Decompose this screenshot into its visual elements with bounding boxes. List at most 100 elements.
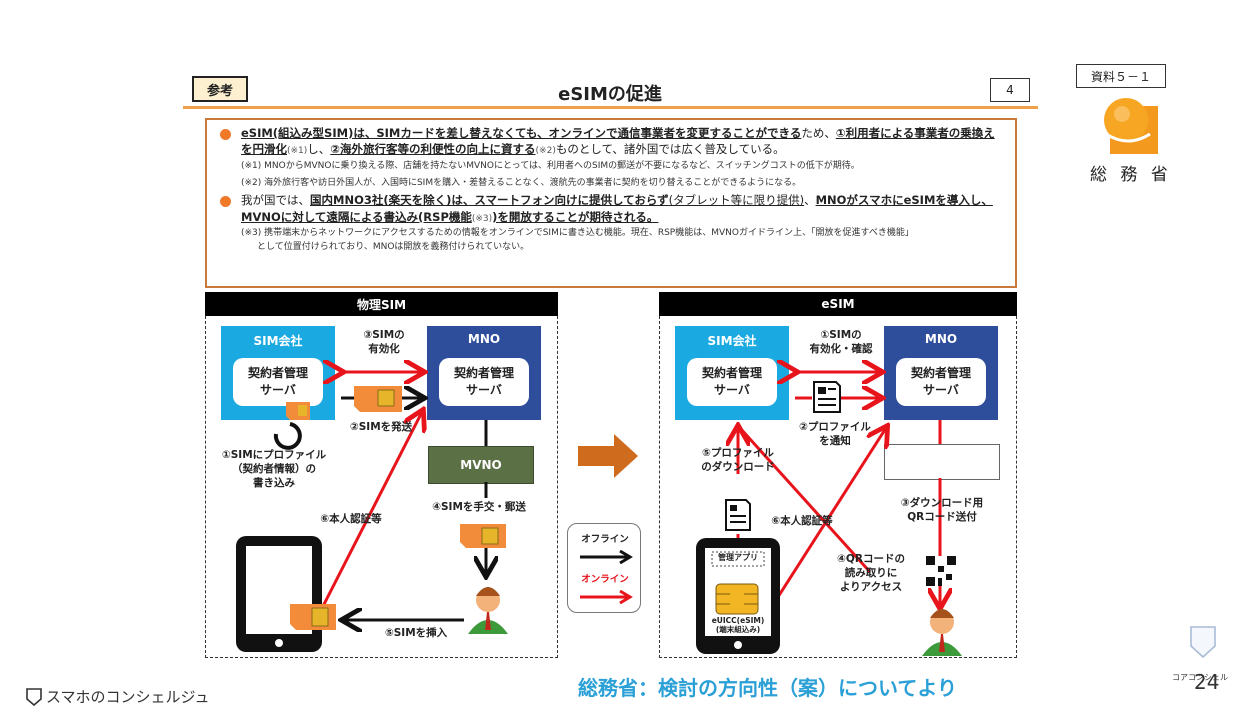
bullet-text: 、 — [804, 193, 816, 208]
bullet-text: ものとして、諸外国では広く普及している。 — [555, 142, 785, 157]
user-icon — [468, 587, 508, 634]
step5-label: ⑤プロファイルのダウンロード — [701, 447, 775, 474]
slide-title: eSIMの促進 — [558, 84, 662, 105]
physical-sim-flow-arrows — [236, 316, 508, 652]
source-note: 総務省：検討の方向性（案）についてより — [578, 676, 957, 700]
rotate-icon — [273, 422, 302, 450]
contract-server: 契約者管理サーバ — [687, 358, 777, 406]
server-label: サーバ — [923, 383, 959, 397]
bullet-text: し、 — [307, 142, 331, 157]
esim-flow-arrows — [696, 316, 962, 656]
legend-online-label: オンライン — [581, 574, 629, 585]
ministry-logo-icon — [1098, 94, 1160, 156]
footnote-3-line-2: として位置付けられており、MNOは開放を義務付けられていない。 — [257, 241, 530, 252]
qr-access-line — [738, 426, 872, 574]
server-label: 契約者管理 — [701, 366, 762, 381]
step3-label: ③SIMの有効化 — [363, 329, 405, 356]
management-app-label: 管理アプリ — [718, 553, 758, 562]
mno-box: MNO 契約者管理サーバ — [427, 326, 541, 420]
user-icon — [922, 609, 962, 656]
summary-box: eSIM(組込み型SIM)は、SIMカードを差し替えなくても、オンラインで通信事… — [205, 118, 1017, 288]
offline-arrow-icon — [580, 550, 633, 564]
contract-server: 契約者管理サーバ — [233, 358, 323, 406]
sim-card-icon — [354, 386, 402, 412]
shield-icon — [26, 687, 42, 706]
legend: オフライン オンライン — [567, 523, 641, 613]
step1-label: ①SIMの有効化・確認 — [809, 329, 873, 356]
ministry-name: 総 務 省 — [1090, 165, 1172, 185]
sim-card-icon — [460, 524, 506, 548]
online-arrow-icon — [580, 590, 633, 604]
bullet-text: ②海外旅行客等の利便性の向上に資する — [330, 142, 536, 157]
qr-code-icon — [926, 556, 956, 586]
step4-label: ④QRコードの読み取りによりアクセス — [837, 553, 905, 594]
step1-label: ①SIMにプロファイル（契約者情報）の書き込み — [221, 449, 327, 490]
footnote-2: (※2) 海外旅行客や訪日外国人が、入国時にSIMを購入・差替えることなく、渡航… — [241, 178, 802, 189]
authentication-arrow — [760, 428, 886, 623]
footnote-3: (※3) 携帯端末からネットワークにアクセスするための情報をオンラインでSIMに… — [217, 227, 1005, 254]
panel-body: SIM会社 契約者管理サーバ MNO 契約者管理サーバ — [659, 316, 1017, 658]
sim-card-icon — [290, 604, 336, 630]
esim-panel: eSIM SIM会社 契約者管理サーバ MNO 契約者管理サーバ — [659, 292, 1017, 658]
empty-box — [884, 444, 1000, 480]
bullet-text: MNOがスマホにeSIMを導入し、MVNOに対して遠隔による書込み(RSP機能 — [241, 193, 993, 224]
panel-title: eSIM — [659, 292, 1017, 316]
server-label: サーバ — [466, 383, 502, 397]
mvno-box: MVNO — [428, 446, 534, 484]
physical-sim-panel: 物理SIM SIM会社 契約者管理サーバ MNO 契約者管理サーバ MVNO — [205, 292, 558, 658]
authentication-arrow — [314, 412, 422, 621]
step2-label: ②SIMを発送 — [349, 421, 413, 433]
bullet-dot-icon — [220, 129, 231, 140]
panel-body: SIM会社 契約者管理サーバ MNO 契約者管理サーバ MVNO — [205, 316, 558, 658]
corner-brand: コアコンシェル — [1172, 673, 1228, 682]
bullet-text: ため、 — [801, 126, 836, 140]
step6-label: ⑥本人認証等 — [320, 513, 382, 525]
bullet-text: 国内MNO3社(楽天を除く)は、スマートフォン向けに提供しておらず — [310, 193, 669, 208]
footnote-ref: (※3) — [471, 213, 493, 224]
bullet-text: (タブレット等に限り提供) — [668, 193, 805, 208]
server-label: 契約者管理 — [453, 366, 514, 381]
title-divider — [183, 106, 1038, 109]
sim-company-box: SIM会社 契約者管理サーバ — [675, 326, 789, 420]
step2-label: ②プロファイルを通知 — [799, 421, 871, 448]
contract-server: 契約者管理サーバ — [896, 358, 986, 406]
mvno-label: MVNO — [460, 458, 502, 472]
bullet-text: eSIM(組込み型SIM)は、SIMカードを差し替えなくても、オンラインで通信事… — [241, 126, 802, 140]
summary-bullet-1: eSIM(組込み型SIM)は、SIMカードを差し替えなくても、オンラインで通信事… — [217, 125, 1005, 158]
sim-company-label: SIM会社 — [253, 334, 303, 348]
profile-document-icon — [725, 499, 751, 531]
summary-bullet-2: 我が国では、国内MNO3社(楽天を除く)は、スマートフォン向けに提供しておらず(… — [217, 192, 1005, 225]
bullet-text: ①利用者による事業者の乗換えを円滑化 — [241, 126, 995, 157]
server-label: 契約者管理 — [247, 366, 308, 381]
corner-shield-icon — [1190, 626, 1216, 662]
sim-company-label: SIM会社 — [707, 334, 757, 348]
document-tag: 資料５－１ — [1076, 64, 1166, 88]
reference-badge: 参考 — [192, 76, 248, 102]
server-label: サーバ — [260, 383, 296, 397]
sim-card-icon — [286, 402, 310, 420]
bullet-text: )を開放することが期待される。 — [492, 209, 659, 224]
mno-box: MNO 契約者管理サーバ — [884, 326, 998, 420]
footnote-ref: (※1) — [287, 146, 308, 157]
step4-label: ④SIMを手交・郵送 — [432, 501, 526, 513]
bullet-text: 我が国では、 — [241, 193, 310, 208]
profile-document-icon — [813, 381, 841, 413]
phone-icon — [236, 536, 322, 652]
step6-label: ⑥本人認証等 — [771, 515, 833, 527]
footnote-3-line-1: (※3) 携帯端末からネットワークにアクセスするための情報をオンラインでSIMに… — [241, 228, 914, 239]
euicc-chip-icon — [715, 583, 759, 615]
page-number: 4 — [990, 78, 1030, 102]
brand-logo: スマホのコンシェルジュ — [26, 686, 210, 707]
sim-company-box: SIM会社 契約者管理サーバ — [221, 326, 335, 420]
server-label: 契約者管理 — [910, 366, 971, 381]
management-app-box — [711, 551, 765, 567]
transition-arrow-icon — [576, 432, 640, 484]
contract-server: 契約者管理サーバ — [439, 358, 529, 406]
brand-name: スマホのコンシェルジュ — [46, 688, 210, 706]
bullet-dot-icon — [220, 196, 231, 208]
footnote-ref: (※2) — [535, 146, 556, 157]
mno-label: MNO — [924, 332, 958, 346]
server-label: サーバ — [714, 383, 750, 397]
corner-number: 24 — [1194, 670, 1220, 694]
